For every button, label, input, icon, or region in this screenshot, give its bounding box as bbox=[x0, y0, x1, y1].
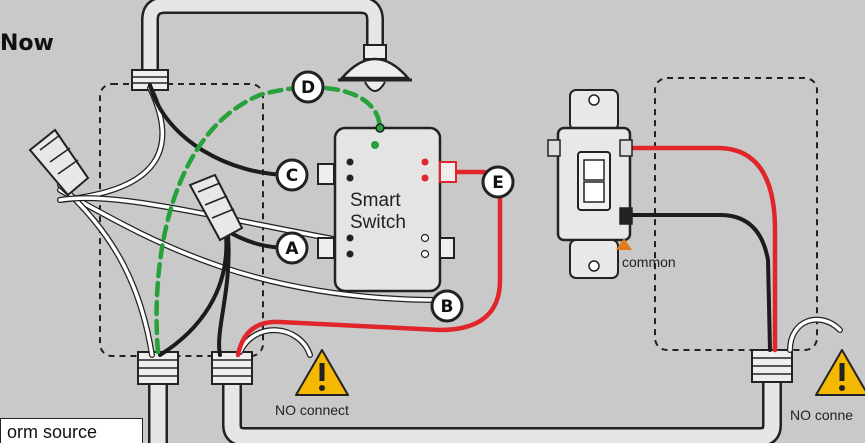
source-label: orm source bbox=[7, 422, 98, 442]
warning-icon-2 bbox=[815, 349, 865, 396]
cable-jackets bbox=[141, 0, 782, 443]
terminal-connectors bbox=[317, 161, 457, 259]
common-label: common bbox=[622, 254, 676, 270]
cable-clamp-bottom-left bbox=[137, 351, 179, 385]
ground-wire bbox=[154, 85, 383, 355]
warning-icon bbox=[295, 349, 349, 396]
no-connect-label-1: NO connect bbox=[275, 402, 349, 418]
switch-label-smart: Smart bbox=[350, 190, 401, 211]
svg-text:E: E bbox=[492, 173, 504, 193]
diagram-title: Now bbox=[0, 31, 54, 56]
toggle-switch-icon bbox=[547, 89, 633, 279]
badge-b: B bbox=[430, 289, 464, 323]
svg-text:D: D bbox=[301, 78, 315, 98]
line-wires bbox=[148, 83, 772, 357]
cable-clamp-top bbox=[131, 69, 169, 91]
badge-c: C bbox=[275, 158, 309, 192]
badge-a: A bbox=[275, 231, 309, 265]
junction-box-left bbox=[99, 83, 264, 357]
light-fixture-icon bbox=[338, 44, 412, 92]
svg-text:B: B bbox=[441, 297, 454, 317]
badge-d: D bbox=[291, 70, 325, 104]
cable-clamp-bottom-right bbox=[751, 349, 793, 383]
wire-nut-icon-2 bbox=[188, 173, 244, 242]
svg-text:C: C bbox=[286, 166, 298, 186]
switch-label-switch: Switch bbox=[350, 212, 406, 233]
neutral-wires bbox=[57, 85, 843, 358]
no-connect-label-2: NO conne bbox=[790, 407, 853, 423]
smart-switch-device: Smart Switch bbox=[333, 123, 442, 293]
wire-nut-icon bbox=[28, 128, 90, 197]
svg-text:A: A bbox=[285, 239, 299, 259]
badge-e: E bbox=[481, 165, 515, 199]
cable-clamp-bottom-middle bbox=[211, 351, 253, 385]
source-label-box: orm source bbox=[0, 418, 143, 443]
